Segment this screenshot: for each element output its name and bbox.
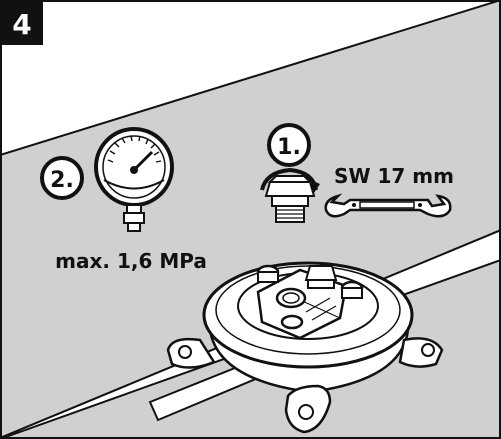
panel-step-number: 4 bbox=[12, 8, 31, 41]
step-number-badge: 4 bbox=[1, 1, 43, 45]
plug-nut-icon bbox=[260, 167, 320, 223]
pump-housing-icon bbox=[166, 261, 444, 434]
pressure-label: max. 1,6 MPa bbox=[55, 249, 207, 273]
step-2-label: 2. bbox=[50, 168, 74, 193]
wrench-icon bbox=[324, 193, 452, 218]
step-1-label: 1. bbox=[277, 135, 301, 160]
pressure-gauge-icon bbox=[94, 127, 174, 232]
wrench-size-label: SW 17 mm bbox=[334, 164, 454, 188]
step-2-badge: 2. bbox=[40, 156, 84, 200]
step-1-badge: 1. bbox=[267, 123, 311, 167]
